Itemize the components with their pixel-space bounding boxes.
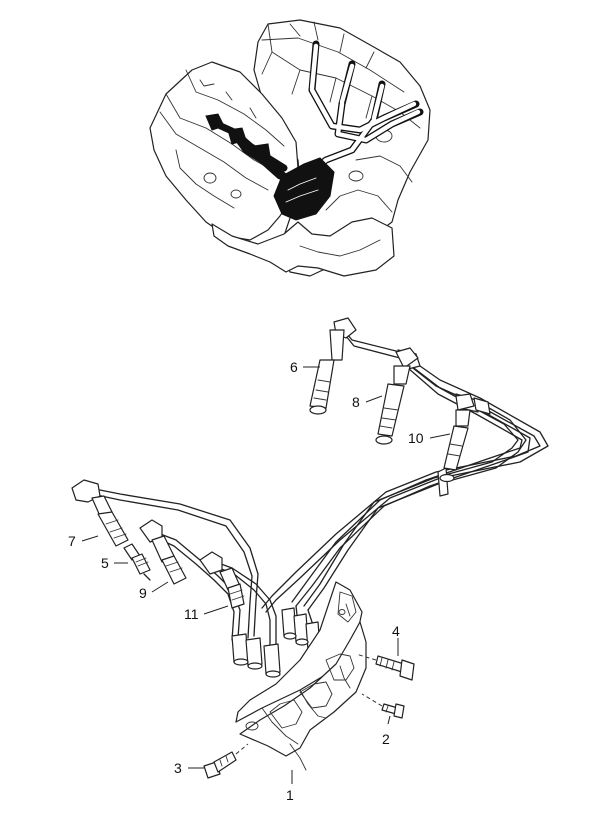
engine-illustration (149, 19, 431, 277)
callout-3: 3 (174, 760, 182, 776)
callout-2: 2 (382, 731, 390, 747)
bolt-3 (203, 743, 249, 779)
callout-7: 7 (68, 533, 76, 549)
ignition-wire-9 (139, 519, 187, 585)
ignition-wire-7 (71, 479, 129, 547)
coil-boots (231, 607, 321, 678)
callout-9: 9 (139, 585, 147, 601)
bolt-2 (361, 693, 405, 719)
callout-1: 1 (286, 787, 294, 803)
bolt-4 (355, 653, 415, 681)
spark-plug-5 (123, 543, 151, 581)
callout-10: 10 (408, 430, 424, 446)
callout-4: 4 (392, 623, 400, 639)
callout-11: 11 (184, 606, 199, 622)
ignition-wire-10 (439, 393, 475, 483)
callouts: 6 8 10 7 5 9 11 4 2 3 1 (68, 359, 451, 803)
ignition-coil-1 (235, 581, 367, 771)
callout-6: 6 (290, 359, 298, 375)
ignition-wire-8 (375, 347, 419, 445)
ignition-wire-11 (199, 551, 245, 609)
callout-8: 8 (352, 394, 360, 410)
ignition-wire-6 (309, 317, 357, 415)
callout-5: 5 (101, 555, 109, 571)
